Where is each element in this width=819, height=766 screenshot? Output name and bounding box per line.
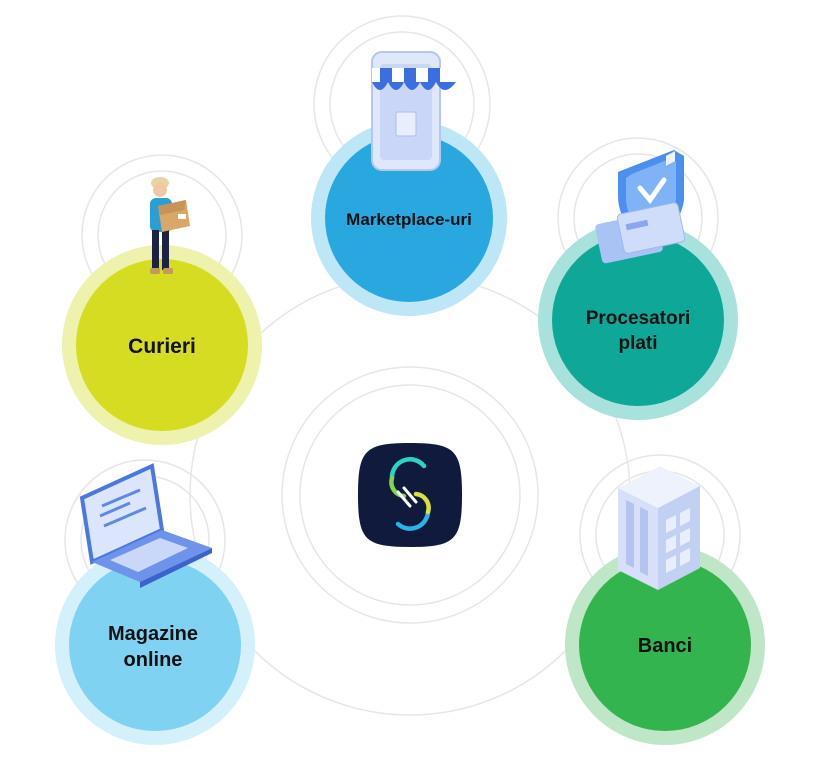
magazine-label-line-1: Magazine (107, 623, 199, 645)
inner-ring-outer (281, 366, 539, 624)
hub-logo-mark (389, 457, 431, 531)
curieri-label: Curieri (128, 334, 196, 360)
procesatori-circle (552, 234, 724, 406)
procesatori-label-line-1: Procesatori (585, 308, 691, 329)
node-curieri (62, 245, 262, 445)
inner-ring-inner (299, 384, 521, 606)
bank-building-icon (618, 151, 700, 590)
courier-person-icon (150, 177, 190, 274)
node-magazine (55, 545, 255, 745)
laptop-icon (79, 463, 212, 588)
magazine-label-line-2: online (123, 649, 183, 671)
node-banci (565, 545, 765, 745)
banci-circle (579, 559, 751, 731)
curieri-label-line: Curieri (128, 335, 196, 358)
marketplace-label-line: Marketplace-uri (346, 210, 472, 229)
magazine-circle (69, 559, 241, 731)
procesatori-label: Procesatori plati (586, 306, 691, 356)
banci-label-line: Banci (637, 635, 693, 657)
storefront-phone-icon (371, 51, 456, 171)
curieri-circle (76, 259, 248, 431)
marketplace-circle (325, 134, 493, 302)
node-marketplace (311, 120, 507, 316)
marketplace-label: Marketplace-uri (346, 209, 472, 231)
procesatori-label-line-2: plati (618, 333, 658, 354)
node-procesatori (538, 220, 738, 420)
shield-card-icon (595, 150, 686, 264)
hub-logo (358, 443, 462, 547)
banci-label: Banci (638, 633, 692, 659)
magazine-label: Magazine online (108, 621, 198, 673)
